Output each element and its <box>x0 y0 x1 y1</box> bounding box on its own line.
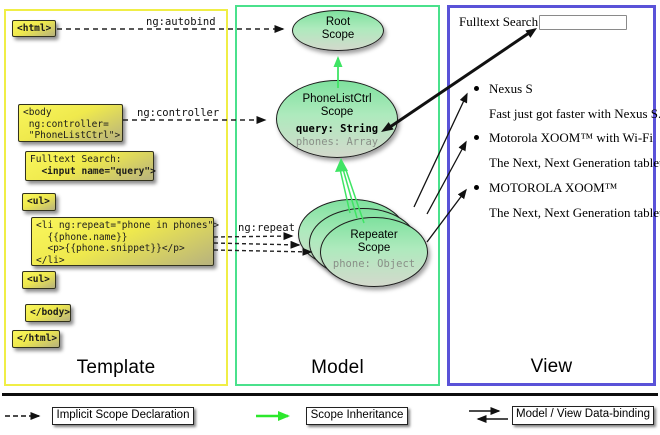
fulltext-search-input[interactable] <box>539 15 627 30</box>
code-fulltext-label-line: Fulltext Search: <box>30 154 122 165</box>
code-box-body-close: </body> <box>25 304 71 322</box>
phone-item-title: Nexus S <box>489 81 533 96</box>
phonelistctrl-scope-ellipse: PhoneListCtrl Scope query: String phones… <box>276 80 398 158</box>
scope-prop-phones: phones: Array <box>295 136 379 148</box>
code-box-li-repeat: <li ng:repeat="phone in phones"> {{phone… <box>31 217 219 266</box>
scope-prop-phone: phone: Object <box>332 258 416 270</box>
fulltext-search-label: Fulltext Search: <box>459 14 542 29</box>
legend-model-view-databinding: Model / View Data-binding <box>512 406 654 425</box>
legend-implicit-scope-declaration: Implicit Scope Declaration <box>52 407 194 425</box>
code-box-fulltext-input: Fulltext Search: <input name="query"> <box>25 151 156 181</box>
scope-prop-query: query: String <box>295 123 379 135</box>
repeater-scope-title: Repeater Scope <box>350 229 398 254</box>
bullet-icon <box>474 135 479 140</box>
code-box-ul-open: <ul> <box>22 193 56 211</box>
legend-separator-line <box>2 393 658 396</box>
bullet-icon <box>474 185 479 190</box>
phone-item-title: Motorola XOOM™ with Wi-Fi <box>489 130 654 145</box>
code-box-body-open: <body ng:controller= "PhoneListCtrl"> <box>18 104 123 142</box>
repeater-scope-ellipse-front: Repeater Scope phone: Object <box>320 217 428 287</box>
ng-repeat-label: ng:repeat <box>238 222 295 234</box>
ng-controller-label: ng:controller <box>137 107 220 119</box>
code-input-tag-line: <input name="query"> <box>30 165 156 177</box>
phone-item-snippet: Fast just got faster with Nexus S. <box>489 106 660 121</box>
phone-item-snippet: The Next, Next Generation tablet. <box>489 205 660 220</box>
phonelistctrl-scope-title: PhoneListCtrl Scope <box>302 93 372 118</box>
legend-scope-inheritance: Scope Inheritance <box>306 407 408 425</box>
bullet-icon <box>474 86 479 91</box>
code-box-html-open: <html> <box>12 20 56 37</box>
root-scope-title: Root Scope <box>321 16 355 41</box>
phone-item-title: MOTOROLA XOOM™ <box>489 180 618 195</box>
phone-item-snippet: The Next, Next Generation tablet. <box>489 155 660 170</box>
code-box-ul-close: <ul> <box>22 271 56 289</box>
model-section: Model <box>235 5 440 386</box>
template-section-label: Template <box>76 357 156 378</box>
root-scope-ellipse: Root Scope <box>292 10 384 51</box>
model-section-label: Model <box>311 357 364 378</box>
code-box-html-close: </html> <box>12 330 60 348</box>
ng-autobind-label: ng:autobind <box>146 16 216 28</box>
view-section-label: View <box>530 356 573 377</box>
